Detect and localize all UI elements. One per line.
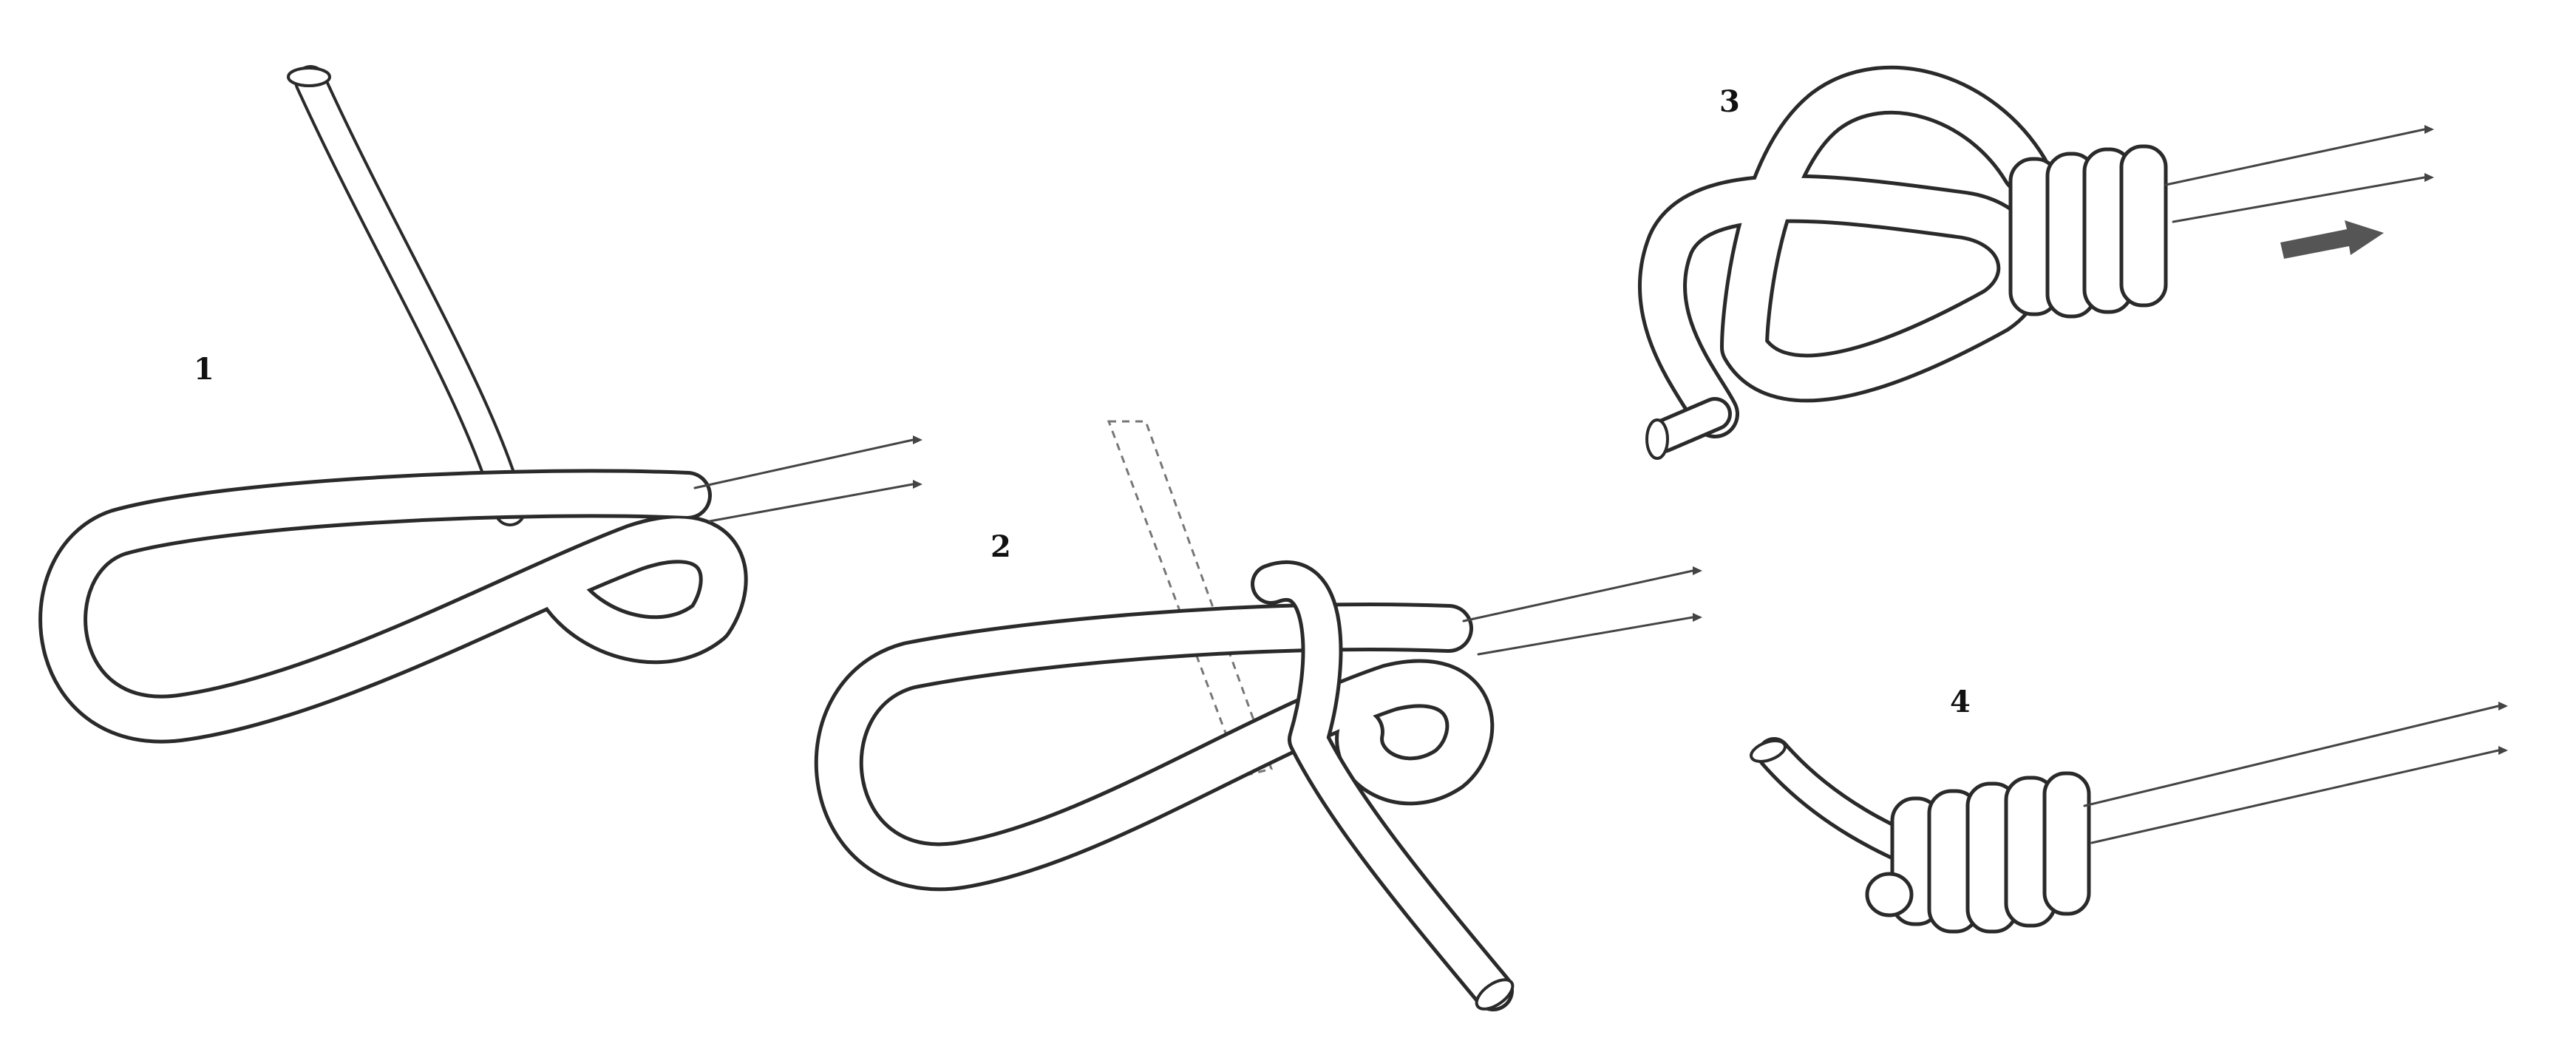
rope-end-cap — [1645, 418, 1669, 460]
step-4-figure — [1750, 702, 2508, 934]
step-label-3: 3 — [1719, 84, 1740, 119]
rope-end-cap — [287, 67, 331, 87]
step-2-figure — [814, 420, 1702, 1011]
step-1-standing-end — [287, 65, 526, 526]
arrow-right-icon — [2280, 220, 2384, 259]
step-3-loop — [1638, 65, 2050, 438]
step-2-ghost-rope — [1107, 420, 1273, 778]
rope-end-cap — [1475, 978, 1515, 1011]
step-4-coils — [1865, 771, 2091, 934]
step-1-figure — [38, 65, 922, 744]
step-3-coils — [2008, 144, 2168, 319]
step-label-1: 1 — [194, 352, 214, 387]
step-2-loop — [814, 603, 1495, 892]
step-1-loop — [38, 469, 748, 744]
step-2-wrap — [1251, 560, 1515, 1011]
rope-end-cap — [1750, 739, 1787, 763]
step-3-figure — [1638, 65, 2434, 460]
step-3-tail — [1645, 397, 1732, 460]
step-label-2: 2 — [990, 529, 1011, 564]
step-label-4: 4 — [1950, 685, 1971, 719]
